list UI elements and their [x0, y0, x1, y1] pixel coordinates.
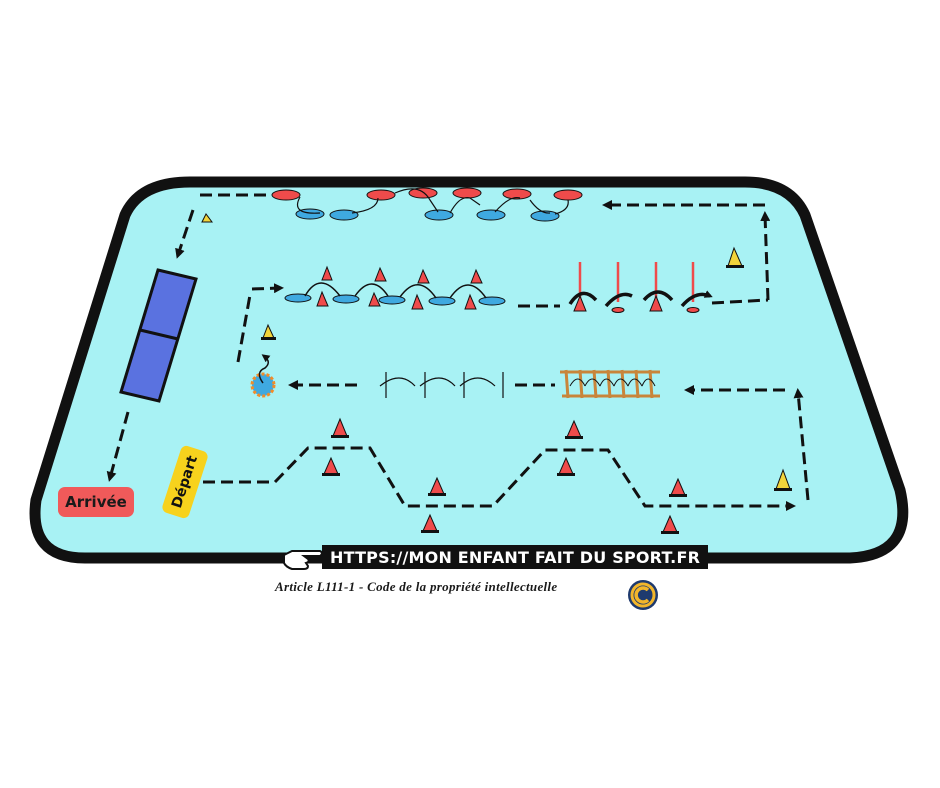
path-lines — [106, 193, 810, 511]
cone-icon — [201, 213, 213, 223]
hoop-icon — [250, 354, 276, 398]
website-url-banner[interactable]: HTTPS://MON ENFANT FAIT DU SPORT.FR — [322, 545, 709, 569]
cone-icon — [726, 246, 744, 268]
cone-icon — [261, 323, 276, 340]
pointing-hand-icon — [283, 550, 323, 570]
agility-ladder-icon — [560, 369, 660, 399]
copyright-notice: Article L111-1 - Code de la propriété in… — [275, 579, 558, 594]
slalom-pole-icon — [568, 262, 710, 313]
marker-row-top — [271, 187, 583, 222]
marker-row-middle — [284, 265, 506, 310]
gym-mat-icon — [119, 268, 198, 403]
copyright-badge-icon — [628, 580, 658, 610]
marker-row-bottom — [322, 417, 687, 534]
cone-icon — [774, 468, 792, 491]
arrivee-label: Arrivée — [58, 487, 134, 517]
hurdle-icon — [379, 372, 504, 398]
